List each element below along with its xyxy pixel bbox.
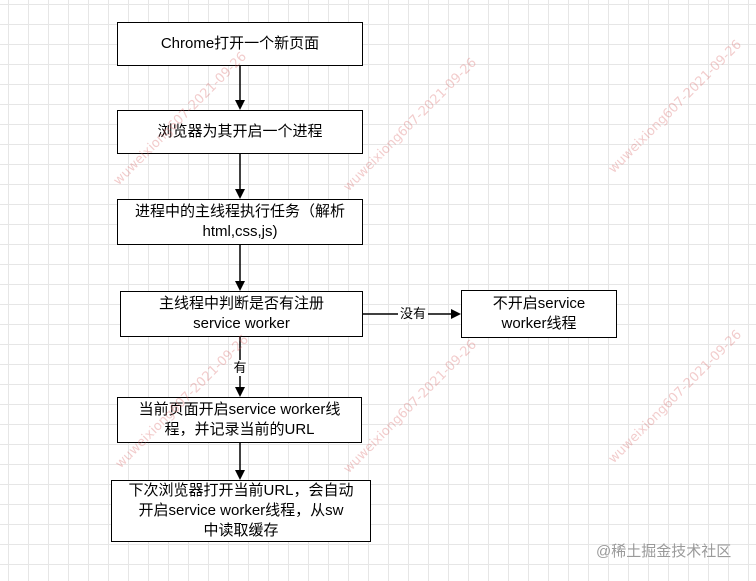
node-read-cache: 下次浏览器打开当前URL，会自动 开启service worker线程，从sw … bbox=[111, 480, 371, 542]
node-open-new-page: Chrome打开一个新页面 bbox=[117, 22, 363, 66]
node-text-line: worker线程 bbox=[501, 315, 577, 332]
node-text-line: html,css,js) bbox=[202, 223, 278, 240]
arrowhead bbox=[235, 470, 245, 480]
node-text-line: 中读取缓存 bbox=[203, 522, 279, 539]
node-text-line: Chrome打开一个新页面 bbox=[160, 35, 320, 52]
node-no-service-worker: 不开启service worker线程 bbox=[461, 290, 617, 338]
node-start-process: 浏览器为其开启一个进程 bbox=[117, 110, 363, 154]
node-check-service-worker: 主线程中判断是否有注册 service worker bbox=[120, 291, 363, 337]
node-text-line: 当前页面开启service worker线 bbox=[138, 401, 341, 418]
node-main-thread-parse: 进程中的主线程执行任务（解析 html,css,js) bbox=[117, 199, 363, 245]
edge-node6-to-node7 bbox=[235, 443, 245, 480]
node-text-line: 进程中的主线程执行任务（解析 bbox=[134, 203, 345, 220]
edge-node3-to-node4 bbox=[235, 245, 245, 291]
edge-node1-to-node2 bbox=[235, 66, 245, 110]
arrowhead bbox=[235, 281, 245, 291]
node-text-line: 程，并记录当前的URL bbox=[164, 421, 315, 438]
edge-label-no: 没有 bbox=[398, 306, 428, 322]
arrowhead bbox=[235, 387, 245, 397]
node-text-line: 不开启service bbox=[492, 295, 586, 312]
node-start-service-worker: 当前页面开启service worker线 程，并记录当前的URL bbox=[117, 397, 362, 443]
node-text-line: 下次浏览器打开当前URL，会自动 bbox=[128, 482, 354, 499]
node-text-line: 主线程中判断是否有注册 bbox=[158, 295, 324, 312]
node-text-line: service worker bbox=[193, 315, 290, 332]
node-text-line: 开启service worker线程，从sw bbox=[138, 502, 344, 519]
source-credit: @稀土掘金技术社区 bbox=[596, 543, 732, 560]
arrowhead bbox=[235, 100, 245, 110]
arrowhead bbox=[235, 189, 245, 199]
node-text-line: 浏览器为其开启一个进程 bbox=[157, 123, 323, 140]
edge-label-yes: 有 bbox=[232, 360, 248, 376]
edge-node2-to-node3 bbox=[235, 154, 245, 199]
arrowhead bbox=[451, 309, 461, 319]
